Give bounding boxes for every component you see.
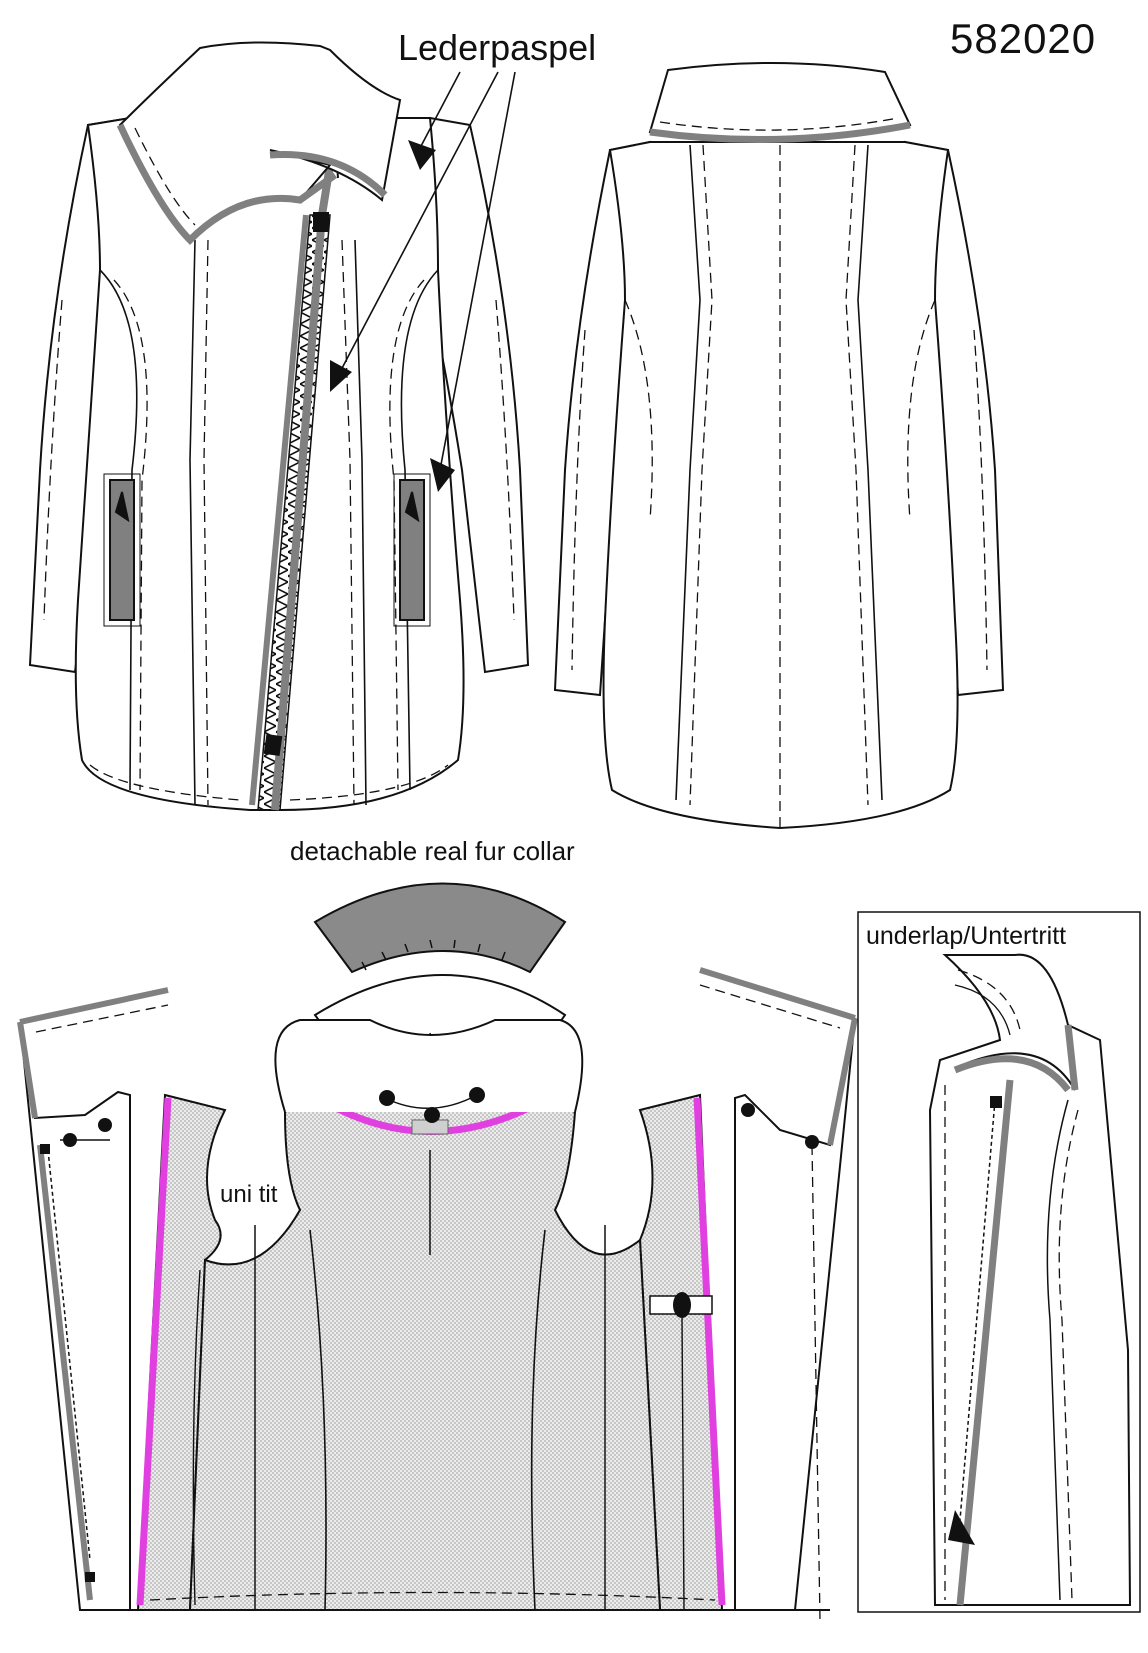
- back-view: [553, 61, 1005, 830]
- callout-leader-collar: [419, 71, 461, 149]
- underlap-detail: [857, 911, 1141, 1613]
- callout-leader-zip: [339, 71, 499, 373]
- underlap-label: underlap/Untertritt: [866, 922, 1067, 950]
- fur-collar-label: detachable real fur collar: [290, 836, 575, 866]
- underlap-frame: [857, 911, 1141, 1613]
- front-view: [28, 41, 530, 811]
- callout-leader-pocket: [439, 71, 516, 471]
- lining-view: [17, 967, 858, 1621]
- lining-back-panel: [188, 1083, 662, 1611]
- style-number: 582020: [950, 15, 1097, 62]
- fur-collar-top: [313, 882, 567, 974]
- lining-label: uni tit: [220, 1181, 278, 1208]
- callout-label-lederpaspel: Lederpaspel: [398, 27, 597, 68]
